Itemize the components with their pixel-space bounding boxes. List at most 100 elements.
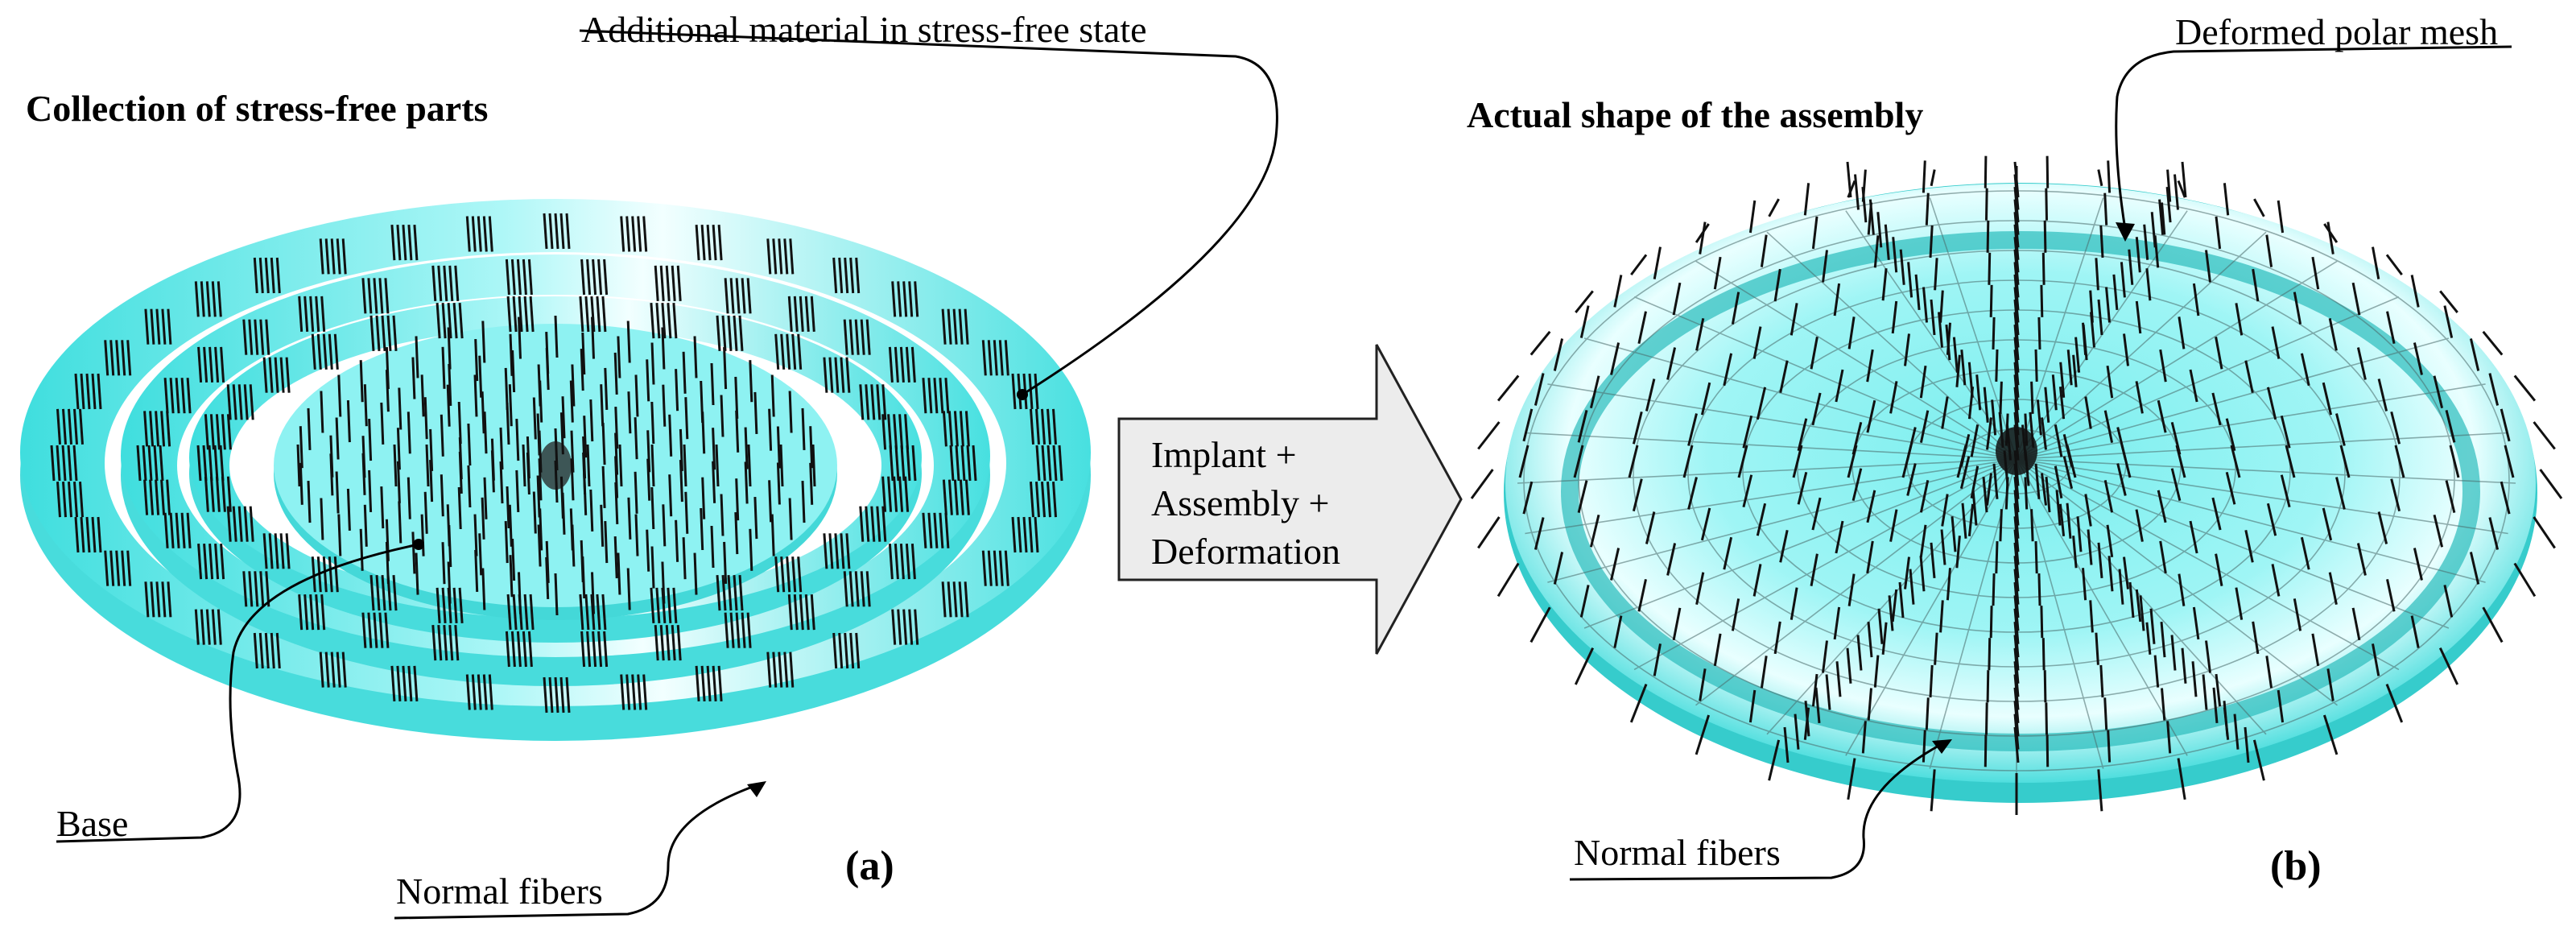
normal-fiber (583, 473, 588, 515)
normal-fiber (369, 574, 375, 611)
normal-fiber (375, 574, 381, 611)
assembly-surface (1505, 184, 2536, 783)
normal-fiber (264, 257, 270, 294)
normal-fiber (386, 315, 392, 352)
normal-fiber (661, 302, 667, 339)
normal-fiber (211, 281, 217, 317)
leader-additional-dot (1017, 389, 1028, 400)
normal-fiber (242, 319, 248, 355)
mesh-spoke (1583, 458, 2017, 629)
normal-fiber (1995, 541, 1999, 574)
normal-fiber (2076, 516, 2083, 552)
normal-fiber (1847, 573, 1856, 606)
normal-fiber (601, 594, 607, 631)
normal-fiber (543, 676, 548, 714)
normal-fiber (569, 380, 574, 423)
normal-fiber (166, 411, 171, 447)
normal-fiber (766, 652, 772, 688)
normal-fiber (2323, 223, 2339, 243)
normal-fiber (580, 631, 586, 668)
normal-fiber (720, 494, 724, 536)
normal-fiber (91, 373, 97, 410)
normal-fiber (205, 281, 211, 317)
normal-fiber (1985, 188, 1988, 221)
normal-fiber (2118, 569, 2124, 605)
normal-fiber (1028, 373, 1034, 410)
normal-fiber (1906, 427, 1917, 460)
normal-fiber (522, 444, 526, 487)
normal-fiber (1522, 408, 1534, 442)
normal-fiber (613, 536, 618, 579)
normal-fiber (675, 369, 679, 412)
normal-fiber (665, 624, 671, 661)
normal-fiber (620, 216, 625, 252)
normal-fiber (998, 550, 1004, 586)
normal-fiber (2215, 337, 2223, 370)
normal-fiber (319, 652, 324, 688)
normal-fiber (2058, 387, 2066, 420)
normal-fiber (993, 550, 998, 586)
normal-fiber (1666, 347, 1677, 380)
normal-fiber (402, 224, 407, 261)
normal-fiber (149, 479, 155, 515)
normal-fiber (467, 423, 472, 466)
normal-fiber (506, 296, 512, 333)
normal-fiber (1011, 516, 1017, 553)
normal-fiber (902, 609, 908, 645)
normal-fiber (1930, 169, 1936, 187)
normal-fiber (1873, 235, 1880, 268)
panel-a-tag: (a) (845, 843, 894, 889)
normal-fiber (964, 479, 970, 515)
normal-fiber (631, 216, 637, 252)
normal-fiber (729, 278, 735, 314)
normal-fiber (637, 216, 642, 252)
normal-fiber (458, 437, 463, 480)
normal-fiber (115, 340, 121, 376)
normal-fiber (944, 512, 950, 548)
normal-fiber (169, 512, 175, 548)
normal-fiber (614, 482, 619, 524)
normal-fiber (523, 296, 529, 333)
normal-fiber (359, 528, 364, 571)
normal-fiber (2339, 445, 2351, 478)
normal-fiber (2034, 463, 2041, 499)
normal-fiber (202, 445, 208, 482)
normal-fiber (2087, 529, 2093, 565)
normal-fiber (2311, 633, 2320, 667)
normal-fiber (620, 674, 625, 710)
normal-fiber (309, 296, 315, 333)
normal-fiber (933, 378, 939, 414)
normal-fiber (104, 340, 109, 376)
normal-fiber (899, 543, 905, 580)
normal-fiber (859, 506, 865, 542)
normal-fiber (144, 581, 150, 618)
normal-fiber (2082, 324, 2088, 361)
normal-fiber (180, 378, 186, 414)
normal-fiber (2143, 224, 2149, 260)
normal-fiber (2356, 543, 2367, 576)
normal-fiber (1866, 399, 1876, 433)
normal-fiber (2024, 477, 2029, 510)
normal-fiber (441, 346, 446, 389)
normal-fiber (625, 216, 631, 252)
normal-fiber (481, 568, 486, 610)
normal-fiber (1017, 516, 1022, 553)
normal-fiber (1052, 445, 1058, 482)
normal-fiber (1999, 381, 2003, 414)
normal-fiber (1672, 607, 1682, 641)
normal-fiber (952, 581, 958, 618)
normal-fiber (396, 224, 402, 261)
normal-fiber (1731, 598, 1740, 631)
normal-fiber (927, 512, 933, 548)
normal-fiber (783, 238, 789, 275)
normal-fiber (1687, 413, 1698, 446)
normal-fiber (163, 378, 169, 414)
normal-fiber (809, 462, 814, 505)
normal-fiber (2177, 758, 2186, 800)
normal-fiber (712, 461, 716, 503)
normal-fiber (787, 296, 793, 333)
normal-fiber (221, 476, 226, 512)
panel-b-normal-fibers (1470, 155, 2563, 815)
normal-fiber (1983, 387, 1989, 423)
normal-fiber (859, 384, 865, 420)
